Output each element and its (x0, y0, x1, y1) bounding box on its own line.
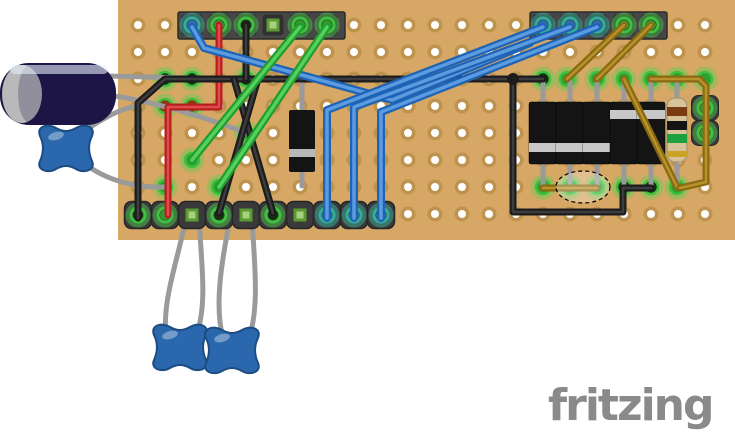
selection-marquee (555, 170, 611, 204)
cap1-lead-1 (162, 215, 189, 339)
ceramic-capacitor-2[interactable] (204, 326, 260, 375)
cap2-lead-2 (246, 215, 258, 341)
wire-blue-2[interactable] (323, 23, 547, 222)
wire-red-power[interactable] (164, 21, 223, 219)
wire-blue-4[interactable] (377, 23, 601, 222)
wire-gold-2[interactable] (593, 21, 655, 83)
wire-gold-4[interactable] (647, 75, 710, 192)
cap-left-lead-2 (85, 163, 167, 190)
diode-2[interactable] (555, 78, 585, 188)
wire-black-gnd-left[interactable] (134, 75, 547, 222)
cap2-lead-1 (216, 215, 233, 341)
bottom-header-10pin[interactable] (123, 200, 396, 230)
wire-gold-1[interactable] (563, 21, 628, 83)
wire-black-cross-2[interactable] (215, 75, 262, 217)
wire-green-1[interactable] (188, 23, 304, 164)
wire-black-right-loop[interactable] (509, 75, 655, 216)
fritzing-logo: fritzing (548, 380, 714, 431)
wires (134, 21, 710, 222)
wire-gold-3[interactable] (620, 75, 681, 191)
wire-junction (507, 73, 519, 85)
electrolytic-capacitor[interactable] (0, 63, 116, 125)
wire-green-2[interactable] (215, 23, 331, 191)
diode-3[interactable] (582, 78, 612, 188)
diode-middle[interactable] (289, 110, 315, 172)
ceramic-capacitor-left[interactable] (38, 124, 94, 173)
wire-blue-3[interactable] (350, 23, 574, 222)
ceramic-capacitor-1[interactable] (152, 323, 208, 372)
